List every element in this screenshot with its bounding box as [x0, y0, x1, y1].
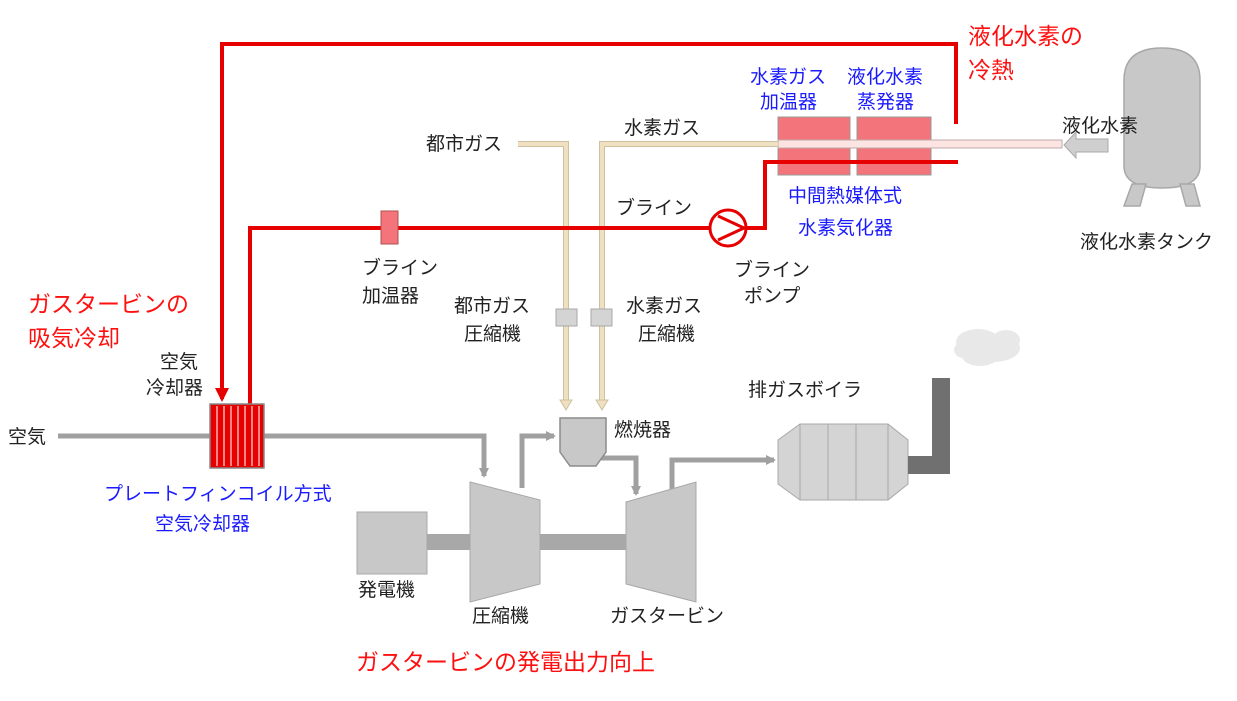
gas-turbine-label: ガスタービン [610, 605, 724, 627]
brine-heater [380, 210, 399, 245]
plate-fin-label-line2: 空気冷却器 [155, 513, 250, 535]
intake-cooling-heading-line2: 吸気冷却 [28, 326, 120, 352]
lh2-tank-label: 液化水素タンク [1080, 231, 1213, 253]
compressor-label: 圧縮機 [472, 605, 529, 627]
smoke-cloud [954, 329, 1020, 366]
brine-pump [708, 208, 748, 248]
h2-compressor-label-line2: 圧縮機 [638, 323, 695, 345]
cold-line-to-air-cooler [215, 42, 958, 402]
brine-pump-label-line2: ポンプ [744, 285, 800, 307]
compressor [469, 481, 541, 603]
city-gas-label: 都市ガス [426, 133, 502, 155]
h2-gas-compressor [590, 308, 613, 327]
generator [356, 511, 428, 575]
city-gas-pipe [518, 141, 569, 400]
brine-heater-label-line1: ブライン [362, 256, 438, 279]
compressor-to-combustor-line [519, 431, 556, 488]
lh2-label: 液化水素 [1062, 115, 1138, 137]
brine-loop-line [248, 160, 958, 404]
exhaust-boiler-label: 排ガスボイラ [748, 379, 862, 401]
combustor-label: 燃焼器 [614, 419, 671, 441]
gas-turbine [625, 481, 697, 603]
lh2-line [777, 139, 1063, 149]
lh2-vaporizer-label-line2: 蒸発器 [857, 91, 914, 113]
brine-label: ブライン [616, 196, 692, 219]
intermediate-vaporizer-label-line2: 水素気化器 [798, 217, 893, 239]
air-label: 空気 [8, 426, 46, 448]
exhaust-gas-boiler [777, 423, 909, 501]
turbine-shaft [540, 534, 628, 550]
city-gas-arrowhead [559, 399, 573, 411]
air-cooler-label-line1: 空気 [160, 351, 198, 373]
combustor-to-turbine-line [600, 455, 641, 496]
air-intake-line [58, 433, 489, 478]
brine-heater-label-line2: 加温器 [362, 285, 419, 307]
plate-fin-air-cooler [209, 403, 265, 469]
power-output-heading: ガスタービンの発電出力向上 [356, 650, 655, 676]
lh2-vaporizer-label-line1: 液化水素 [847, 66, 923, 88]
lh2-cold-heading-line1: 液化水素の [968, 24, 1083, 50]
h2-heater-label-line1: 水素ガス [750, 66, 826, 88]
h2-heater-label-line2: 加温器 [760, 91, 817, 113]
combustor [559, 417, 607, 467]
brine-pump-label-line1: ブライン [734, 258, 810, 281]
generator-shaft [427, 534, 473, 550]
city-gas-compressor-label-line1: 都市ガス [454, 295, 530, 317]
h2-gas-arrowhead [595, 399, 609, 411]
lh2-cold-heading-line2: 冷熱 [968, 58, 1014, 84]
exhaust-stack [908, 378, 950, 474]
intermediate-vaporizer-label-line1: 中間熱媒体式 [788, 185, 902, 207]
city-gas-compressor-label-line2: 圧縮機 [464, 323, 521, 345]
turbine-exhaust-line [669, 455, 776, 492]
lh2-feed-arrow [1063, 130, 1109, 160]
lh2-tank [1122, 47, 1201, 207]
city-gas-compressor [555, 308, 578, 327]
h2-compressor-label-line1: 水素ガス [626, 295, 702, 317]
air-cooler-label-line2: 冷却器 [146, 377, 203, 399]
intake-cooling-heading-line1: ガスタービンの [28, 292, 189, 318]
generator-label: 発電機 [358, 579, 415, 601]
h2-gas-label: 水素ガス [624, 117, 700, 139]
plate-fin-label-line1: プレートフィンコイル方式 [104, 483, 332, 505]
